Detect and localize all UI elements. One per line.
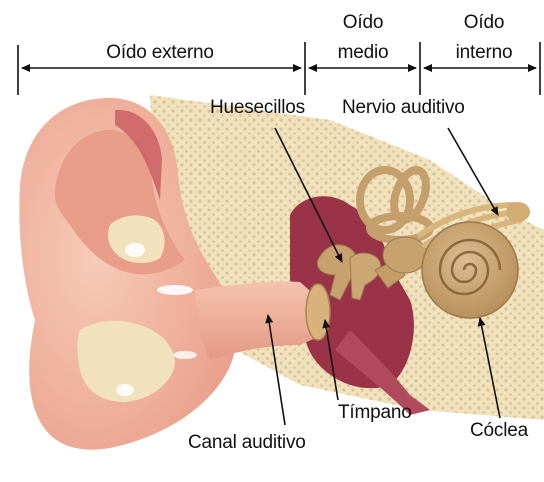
section-outer-ear-label: Oído externo [80, 42, 240, 64]
ossicles-label: Huesecillos [210, 97, 305, 119]
section-middle-ear-label-line2: medio [320, 42, 406, 64]
cochlea [422, 222, 518, 318]
vestibule [383, 237, 427, 273]
section-middle-ear-label-line1: Oído [320, 12, 406, 34]
auditory-nerve-label: Nervio auditivo [342, 97, 465, 119]
section-inner-ear-label-line1: Oído [436, 12, 532, 34]
cochlea-label: Cóclea [470, 420, 528, 442]
ear-canal-label: Canal auditivo [188, 432, 306, 454]
eardrum-label: Tímpano [338, 402, 412, 424]
section-inner-ear-label-line2: interno [436, 42, 532, 64]
